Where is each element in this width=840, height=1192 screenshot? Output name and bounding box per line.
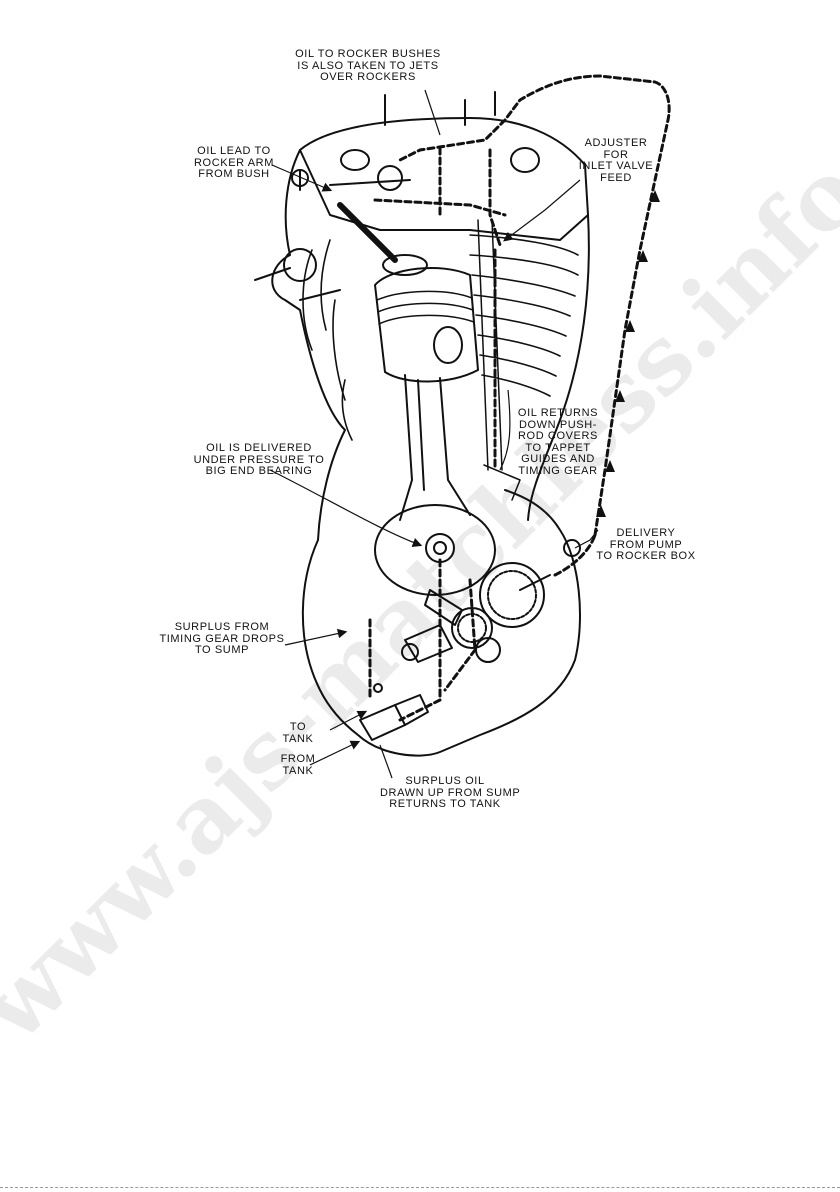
- rocker-gear: [254, 91, 540, 301]
- crankcase: [301, 489, 581, 757]
- cylinder-head: [299, 117, 589, 241]
- label-line: INLET VALVE: [578, 160, 654, 172]
- label-line: OIL IS DELIVERED: [206, 442, 312, 454]
- label-line: UNDER PRESSURE TO: [193, 453, 325, 466]
- label-line: ROD COVERS: [518, 430, 598, 442]
- leader-lines: [269, 89, 599, 779]
- label-line: OIL TO ROCKER BUSHES: [295, 48, 441, 60]
- label-oil-returns: OIL RETURNS DOWN PUSH- ROD COVERS TO TAP…: [508, 407, 608, 477]
- label-line: GUIDES AND: [521, 453, 595, 465]
- label-line: OVER ROCKERS: [320, 71, 416, 83]
- label-line: SURPLUS OIL: [405, 775, 485, 787]
- label-rocker-arm: OIL LEAD TO ROCKER ARM FROM BUSH: [184, 145, 284, 181]
- label-line: TANK: [282, 764, 314, 777]
- label-line: TO SUMP: [194, 644, 250, 656]
- label-line: BIG END BEARING: [205, 465, 313, 477]
- connecting-rod: [399, 374, 471, 521]
- label-line: FROM: [280, 753, 316, 765]
- label-line: ADJUSTER: [584, 137, 648, 149]
- label-line: FROM PUMP: [609, 538, 683, 551]
- label-delivery: DELIVERY FROM PUMP TO ROCKER BOX: [596, 527, 696, 563]
- oil-unions: [359, 683, 429, 741]
- label-line: TO: [289, 721, 307, 733]
- label-line: RETURNS TO TANK: [389, 798, 501, 810]
- label-line: DRAWN UP FROM SUMP: [380, 786, 521, 799]
- label-big-end: OIL IS DELIVERED UNDER PRESSURE TO BIG E…: [190, 442, 328, 478]
- label-surplus-timing: SURPLUS FROM TIMING GEAR DROPS TO SUMP: [155, 621, 289, 657]
- label-surplus-oil: SURPLUS OIL DRAWN UP FROM SUMP RETURNS T…: [380, 775, 521, 811]
- cylinder-fins: [302, 234, 579, 441]
- label-line: FEED: [600, 171, 632, 184]
- piston: [374, 266, 479, 383]
- label-from-tank: FROM TANK: [276, 753, 320, 777]
- page-bottom-edge: [0, 1187, 840, 1188]
- oil-pump: [401, 589, 463, 663]
- label-adjuster: ADJUSTER FOR INLET VALVE FEED: [568, 137, 664, 184]
- label-line: FOR: [603, 148, 629, 161]
- flywheel: [374, 504, 496, 596]
- label-line: TO ROCKER BOX: [596, 550, 696, 562]
- label-line: SURPLUS FROM: [174, 621, 270, 633]
- engine-left-side: [271, 149, 346, 541]
- label-line: OIL LEAD TO: [197, 145, 271, 157]
- oil-flow-arrows: [368, 74, 671, 722]
- engine-right-side: [527, 214, 590, 521]
- flow-arrowheads: [596, 190, 660, 517]
- label-line: OIL RETURNS: [517, 407, 599, 419]
- label-line: TO TAPPET: [525, 441, 591, 454]
- label-line: DOWN PUSH-: [518, 418, 598, 431]
- label-rocker-bushes: OIL TO ROCKER BUSHES IS ALSO TAKEN TO JE…: [288, 48, 448, 84]
- big-end: [425, 533, 455, 563]
- label-to-tank: TO TANK: [276, 721, 320, 745]
- label-line: IS ALSO TAKEN TO JETS: [297, 59, 439, 72]
- label-line: DELIVERY: [616, 527, 676, 539]
- label-line: TANK: [282, 732, 314, 745]
- label-line: ROCKER ARM: [194, 156, 274, 169]
- label-line: FROM BUSH: [198, 168, 270, 180]
- label-line: TIMING GEAR DROPS: [159, 632, 285, 645]
- label-line: TIMING GEAR: [518, 464, 598, 477]
